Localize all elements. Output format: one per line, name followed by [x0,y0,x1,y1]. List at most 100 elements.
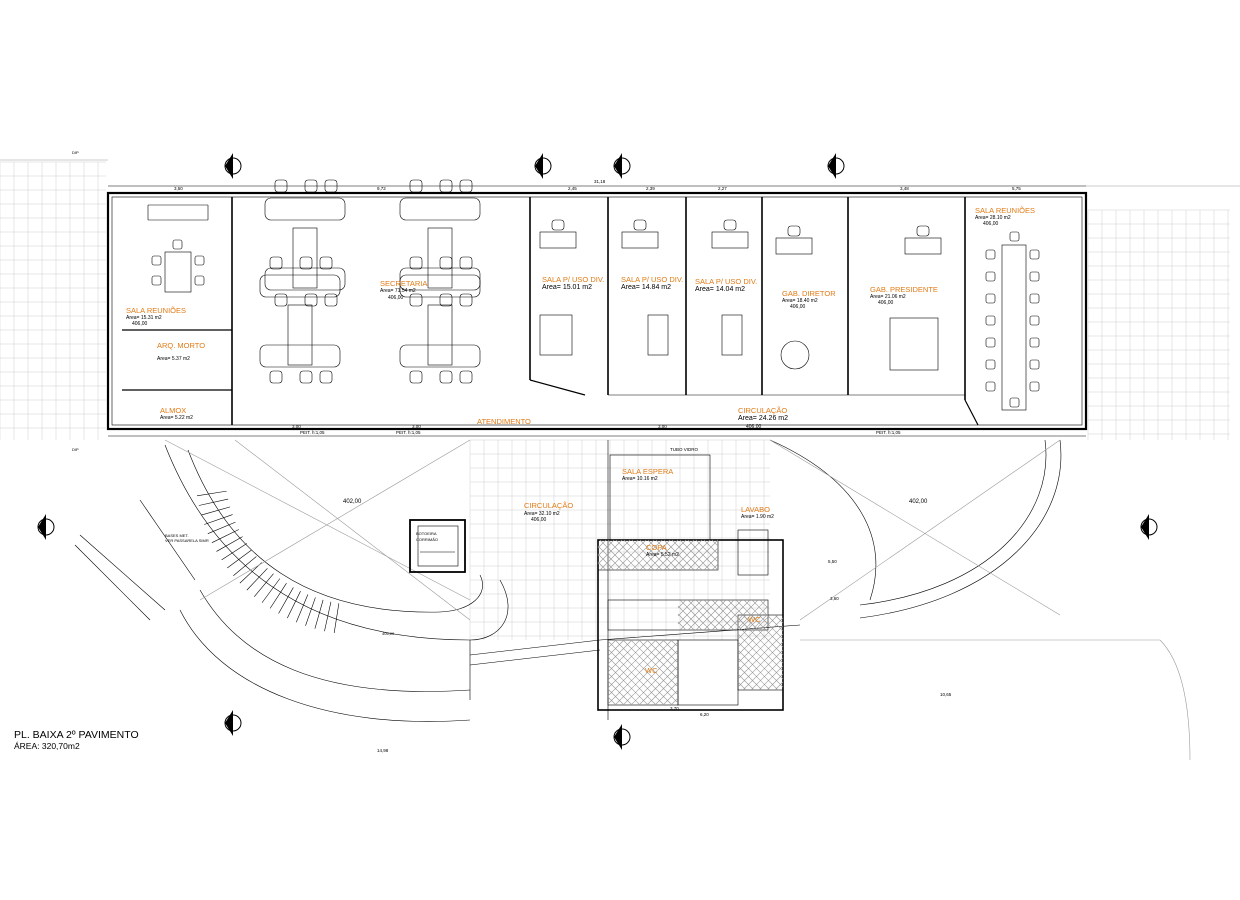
hatch-line [597,545,623,571]
hatch-line [662,689,679,706]
hatch-line [677,605,703,631]
hatch-line [737,614,763,640]
hatch-line [711,539,719,547]
desk [621,231,659,249]
chair [459,256,473,270]
hatch-line [630,639,679,688]
dip-label-2: DIP [72,447,79,452]
hatch-line [679,539,711,571]
dim-bottom-3-00-c: 3,00 [658,424,667,429]
hatch-line [759,621,769,631]
stair-tread [211,529,239,543]
chair [304,179,318,193]
workstation-divider [292,227,318,289]
elevator-corrimao: CORRIMÃO [416,537,438,542]
section-marker-arrow [38,514,46,540]
hatch-line [654,639,679,664]
drawing-title: PL. BAIXA 2º PAVIMENTO [14,729,139,741]
stair-level-406: 406,00 [382,631,395,636]
peit-label-3: PEIT. h:1,05 [876,430,901,435]
stair-tread [233,556,257,576]
room-area-sala-reunioes-1: Area= 15.31 m2 [126,315,162,321]
hatch-line [737,641,784,688]
hatch-line [759,599,769,609]
chair [985,271,996,282]
hatch-line [758,614,784,640]
workstation [399,267,481,291]
hatch-line [599,539,631,571]
room-area-sala-espera: Area= 10.16 m2 [622,476,658,482]
stair-tread [254,573,274,597]
section-marker-arrow [1141,514,1149,540]
hatch-line [711,563,719,571]
hatch-line [607,688,625,706]
hatch-line [607,648,665,706]
office-chair [633,219,647,231]
side-desk [889,317,939,371]
hatch-line [737,617,784,664]
hatch-line [607,639,673,705]
workstation-divider [287,304,313,366]
chair [985,249,996,260]
hatch-line [703,539,719,555]
chair [1029,337,1040,348]
room-area-sala-uso-div-3: Area= 14.04 m2 [695,286,745,293]
chair [439,293,453,307]
hatch-line [646,673,679,706]
stair-tread [227,549,252,569]
stair-tread [239,562,262,584]
round-table [780,340,810,370]
hatch-line [719,599,751,631]
hatch-line [670,697,679,706]
dim-bottom-3-00-b: 3,00 [412,424,421,429]
hatch-line [677,613,695,631]
desk [539,231,577,249]
hatch-line [607,672,641,706]
stair-tread [333,603,340,634]
hatch-line [751,613,769,631]
hatch-line [607,639,649,681]
drawing-subtitle: ÁREA: 320,70m2 [14,741,80,751]
hatch-line [695,547,719,571]
room-name-arq-morto: ARQ. MORTO [157,341,205,350]
room-level-gab-presidente: 406,00 [878,300,894,306]
section-markers [37,153,1158,750]
side-desk [647,314,669,356]
dim-2-27: 2,27 [718,186,727,191]
room-area-copa: Area= 5.52 m2 [646,552,679,558]
chair [459,293,473,307]
tubo-vidro-label: TUBO VIDRO [670,447,699,452]
hatch-line [597,539,623,565]
dim-2-39: 2,39 [646,186,655,191]
room-name-wc-1: WC [645,666,658,675]
hatch-line [737,633,784,680]
chair [985,381,996,392]
hatch-line [663,539,695,571]
chair [1009,231,1020,242]
stair-tread [201,506,231,516]
workstation [399,197,481,221]
room-level-circulacao-2: 406,00 [531,517,547,523]
chair [1029,359,1040,370]
table [1001,244,1027,411]
chair [439,256,453,270]
peit-label-1: PEIT. h:1,05 [300,430,325,435]
hatch-line [607,639,617,649]
floor-void-lines [164,439,1061,720]
furniture [151,179,1040,411]
hatch-line [766,673,784,691]
room-area-gab-diretor: Area= 18.40 m2 [782,298,818,304]
room-name-circulacao-1: CIRCULAÇÃO [738,406,787,415]
side-desk [721,314,743,356]
chair [1029,381,1040,392]
stair-tread [287,591,301,619]
chair [299,256,313,270]
chair [409,179,423,193]
hatch-line [597,553,615,571]
level-402-a: 402,00 [343,499,362,505]
restroom-tile-hatch [597,539,784,706]
dim-14-98: 14,98 [377,748,389,753]
dim-2-45: 2,45 [568,186,577,191]
chair [985,337,996,348]
hatch-line [622,649,679,706]
